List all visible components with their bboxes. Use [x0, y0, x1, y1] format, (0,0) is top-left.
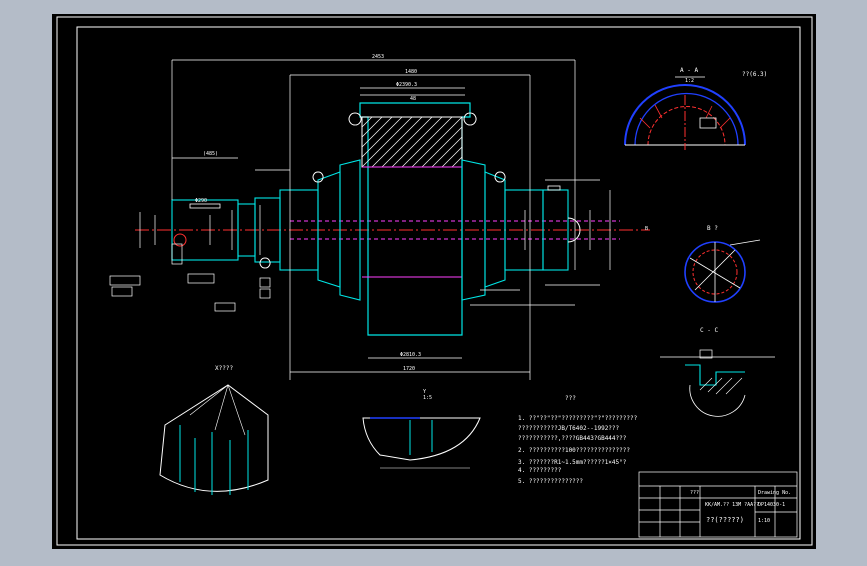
part-name: ??(?????): [706, 516, 744, 524]
dia-left: Φ290: [195, 198, 207, 204]
detail-x-title: X????: [215, 365, 233, 372]
lower-dimension: Φ2810.3: [400, 352, 421, 358]
detail-y-view: [362, 417, 481, 469]
dim-48: 48: [410, 96, 416, 102]
detail-x-view: [159, 384, 269, 495]
detail-y-scale: 1:5: [423, 395, 432, 401]
note-line-6: 4. ?????????: [518, 467, 562, 474]
title-block: [638, 471, 798, 538]
section-aa-title: A - A: [680, 67, 698, 74]
inner-border: [76, 26, 801, 540]
section-cc-view: [660, 349, 775, 417]
note-line-4: 2. ??????????100???????????????: [518, 447, 630, 454]
title-block-cells: ??? KK/AM.?? 13M ?AA??: [690, 490, 759, 508]
second-dimension: 1480: [405, 69, 417, 75]
detail-y-title: Y: [423, 389, 426, 395]
drawing-no: DP14030-1: [758, 502, 785, 508]
left-dimension: (485): [203, 151, 218, 157]
tolerance-frames: [109, 243, 271, 312]
svg-text:KK/AM.?? 13M ?AA??: KK/AM.?? 13M ?AA??: [705, 502, 759, 508]
section-aa-view: [624, 76, 746, 150]
scale-label: 1:10: [758, 518, 770, 524]
section-b-title: B ?: [707, 225, 718, 232]
note-line-2: ???????????JB/T6402--1992???: [518, 425, 620, 432]
main-shaft-view: [135, 102, 650, 336]
section-b-view: [684, 239, 761, 303]
drawing-no-label: Drawing No.: [758, 490, 791, 496]
top-dimension: 2453: [372, 54, 384, 60]
svg-text:???: ???: [690, 490, 699, 496]
arrow-b-label: B: [645, 226, 648, 232]
note-line-3: ???????????,????GB443?GB444???: [518, 435, 627, 442]
main-dimensions: [139, 59, 611, 380]
section-cc-title: C - C: [700, 327, 718, 334]
bottom-dimension: 1720: [403, 366, 415, 372]
note-line-5: 3. ???????R1~1.5mm??????1×45°?: [518, 459, 627, 466]
outer-border: [56, 16, 813, 546]
note-line-1: 1. ??"??"??"?????????"?"?????????: [518, 415, 638, 422]
note-line-7: 5. ???????????????: [518, 478, 583, 485]
flange-dimension: Φ2390.3: [396, 82, 417, 88]
section-aa-scale: 1:2: [685, 78, 694, 84]
notes-heading: ???: [565, 395, 576, 402]
roughness-note: ??(6.3): [742, 71, 767, 78]
